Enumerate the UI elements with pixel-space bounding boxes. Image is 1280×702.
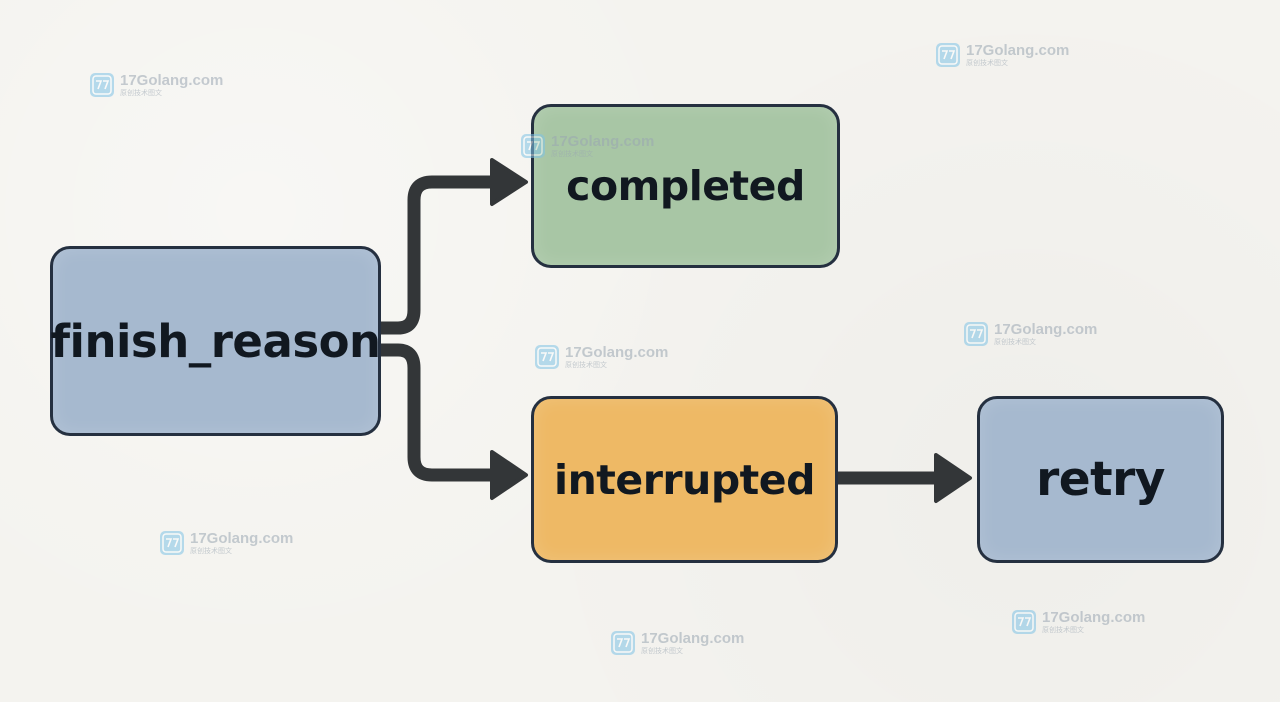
node-finish-reason: finish_reason — [50, 246, 381, 436]
arrowhead-interrupted-icon — [490, 450, 528, 500]
node-retry: retry — [977, 396, 1224, 563]
arrowhead-completed-icon — [490, 158, 528, 206]
node-completed-label: completed — [566, 162, 805, 210]
arrowhead-retry-icon — [934, 453, 972, 503]
edge-finish-to-completed-arrow — [374, 175, 504, 335]
node-completed: completed — [531, 104, 840, 268]
node-interrupted-label: interrupted — [554, 455, 815, 504]
node-interrupted: interrupted — [531, 396, 838, 563]
node-retry-label: retry — [1036, 452, 1165, 507]
node-finish-reason-label: finish_reason — [50, 314, 381, 368]
edge-finish-to-interrupted-arrow — [374, 343, 504, 482]
